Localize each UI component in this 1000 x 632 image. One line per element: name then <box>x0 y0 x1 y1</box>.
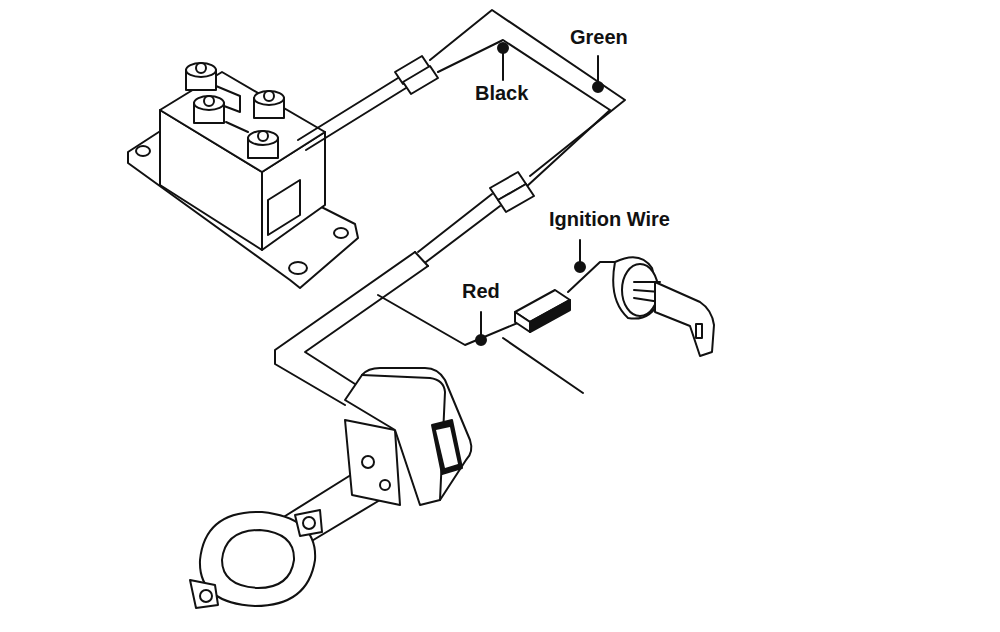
wire-label: Black <box>473 82 530 105</box>
ignition-key <box>613 257 714 356</box>
ignition-connector <box>515 290 570 332</box>
rocker-switch <box>190 368 471 608</box>
wire-label: Red <box>460 280 502 303</box>
wire-label: Ignition Wire <box>547 208 672 231</box>
solenoid <box>128 63 358 288</box>
wire-label: Green <box>568 26 630 49</box>
